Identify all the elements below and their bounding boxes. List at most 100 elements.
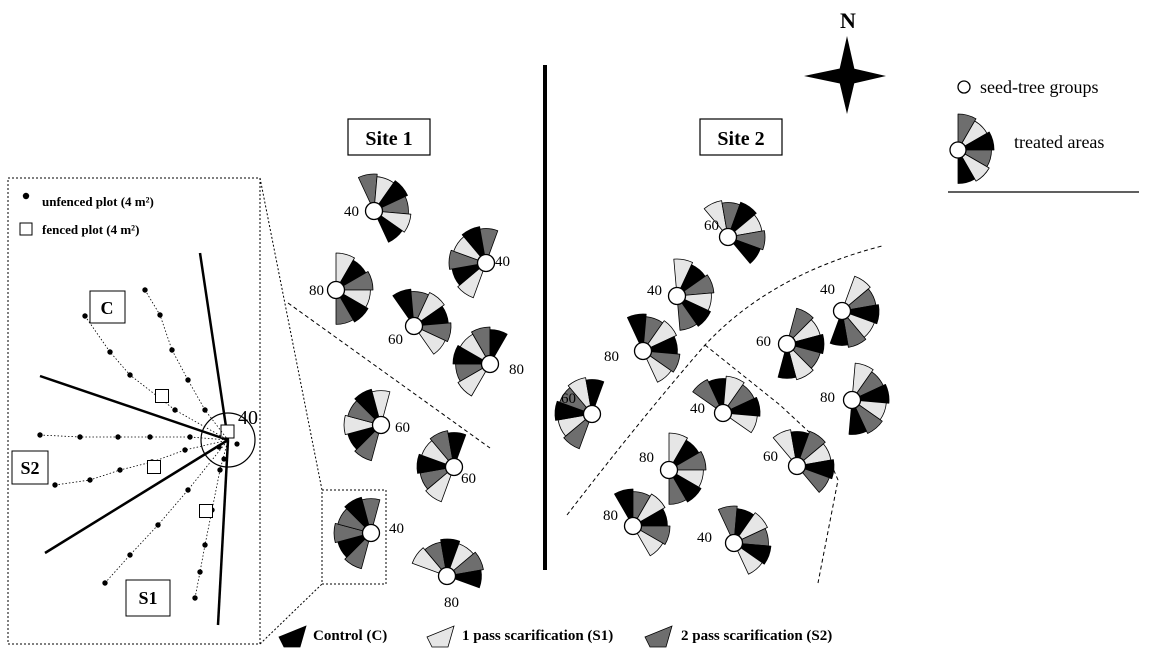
- seed-tree-marker: [718, 227, 738, 247]
- treatment-sector: [425, 466, 455, 503]
- treatment-sector: [411, 547, 448, 577]
- unfenced-plot: [182, 447, 188, 453]
- seed-tree-marker: [623, 516, 643, 536]
- seed-tree-group: [842, 362, 890, 435]
- unfenced-plot: [187, 434, 193, 440]
- treatment-sector: [841, 310, 867, 348]
- seed-tree-group: [554, 377, 605, 450]
- inset-legend-square: [19, 222, 33, 236]
- seed-tree-marker: [667, 286, 687, 306]
- treatment-sector: [344, 532, 372, 570]
- seed-tree-marker: [480, 354, 500, 374]
- seed-tree-marker: [476, 253, 496, 273]
- treatment-swatch: [278, 625, 307, 648]
- seed-tree-marker: [949, 141, 967, 159]
- seed-tree-group-value: 60: [388, 332, 403, 348]
- unfenced-plot: [169, 347, 175, 353]
- unfenced-plot: [82, 313, 88, 319]
- unfenced-plot: [115, 434, 121, 440]
- treatment-sector: [335, 289, 369, 323]
- unfenced-plot: [142, 287, 148, 293]
- treatment-sector: [413, 322, 452, 342]
- unfenced-plot: [202, 542, 208, 548]
- inset-center-plot-dot: [216, 444, 222, 450]
- treatment-sector: [722, 397, 761, 417]
- treatment-sector: [642, 350, 681, 373]
- treatment-sector: [718, 505, 738, 544]
- site2-title-box: [699, 118, 783, 156]
- treatment-sector: [471, 326, 491, 365]
- unfenced-plot: [117, 467, 123, 473]
- seed-tree-group-value: 80: [509, 362, 524, 378]
- seed-tree-group-value: 80: [639, 450, 654, 466]
- seed-tree-group-value: 40: [647, 283, 662, 299]
- seed-tree-group: [343, 388, 391, 462]
- inset-center-value: 40: [238, 407, 258, 429]
- treatment-sector: [829, 310, 849, 346]
- seed-tree-group-value: 80: [603, 508, 618, 524]
- treatment-sector: [703, 200, 729, 238]
- treatment-sector: [786, 343, 814, 381]
- treatment-sector: [851, 399, 883, 434]
- treatment-sector: [676, 274, 715, 297]
- unfenced-plot: [217, 467, 223, 473]
- inset-legend-unfenced: unfenced plot (4 m²): [42, 194, 154, 209]
- treatment-sector: [957, 113, 977, 151]
- treatment-sector: [642, 350, 672, 383]
- seed-tree-marker: [437, 566, 457, 586]
- seed-tree-group-value: 40: [690, 401, 705, 417]
- north-label: N: [840, 8, 856, 33]
- legend-s1-label: 1 pass scarification (S1): [462, 628, 613, 644]
- seed-tree-group: [627, 313, 681, 383]
- seed-tree-group: [692, 375, 761, 434]
- inset-transect: [54, 439, 229, 486]
- treatment-sector: [448, 249, 487, 270]
- treatment-sector: [627, 313, 647, 352]
- seed-tree-group: [659, 432, 707, 505]
- treatment-sector: [668, 469, 702, 503]
- treatment-sector: [489, 329, 508, 365]
- treatment-sector: [358, 173, 378, 212]
- seed-tree-group-value: 60: [461, 471, 476, 487]
- seed-tree-marker: [371, 415, 391, 435]
- legend-control-label: Control (C): [313, 628, 387, 644]
- treatment-sector: [851, 362, 874, 401]
- seed-tree-marker: [777, 334, 797, 354]
- treatment-sector: [343, 415, 382, 435]
- treatment-sector: [373, 180, 408, 212]
- treatment-sector: [733, 542, 772, 565]
- treatment-sector: [371, 390, 391, 426]
- treatment-sector: [727, 201, 757, 238]
- treatment-sector: [796, 465, 830, 493]
- treatment-sector: [429, 430, 455, 468]
- seed-tree-marker: [633, 341, 653, 361]
- treatment-sector: [392, 288, 415, 327]
- seed-tree-marker: [364, 201, 384, 221]
- treatment-sector: [354, 424, 382, 462]
- treatment-sector: [722, 412, 758, 434]
- treatment-sector: [563, 413, 593, 450]
- seed-tree-group: [703, 200, 766, 264]
- treatment-sector: [554, 400, 593, 421]
- unfenced-plot: [127, 552, 133, 558]
- treatment-sector: [957, 149, 990, 182]
- legend-treated-text: treated areas: [1014, 132, 1104, 152]
- seed-tree-group-value: 80: [309, 283, 324, 299]
- seed-tree-marker: [582, 404, 602, 424]
- treatment-sector: [722, 375, 745, 414]
- treatment-legend: [278, 625, 673, 648]
- seed-tree-group-value: 60: [395, 420, 410, 436]
- treatment-sector: [446, 569, 482, 589]
- fenced-plot: [147, 460, 161, 474]
- legend-s2-label: 2 pass scarification (S2): [681, 628, 832, 644]
- treatment-sector: [957, 131, 995, 151]
- treatment-sector: [567, 377, 593, 415]
- unfenced-plot: [147, 434, 153, 440]
- seed-tree-group: [411, 538, 484, 589]
- inset-box: [7, 177, 261, 645]
- treatment-sector: [786, 334, 825, 354]
- unfenced-plot: [87, 477, 93, 483]
- treatment-sector: [632, 525, 664, 557]
